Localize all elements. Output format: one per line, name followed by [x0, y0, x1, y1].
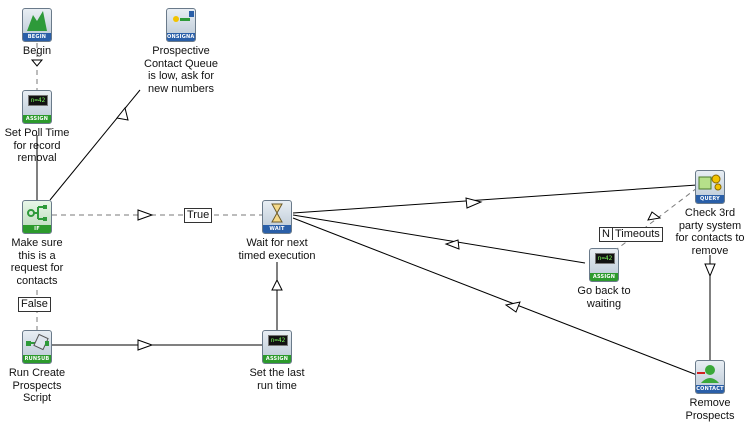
assign-screen: n=42: [268, 335, 288, 346]
assign-screen: n=42: [595, 253, 615, 264]
arrowhead: [137, 209, 154, 221]
node-onsignal[interactable]: ONSIGNAL Prospective Contact Queue is lo…: [131, 8, 231, 95]
begin-tag: BEGIN: [23, 33, 51, 41]
wait-icon: WAIT: [262, 200, 292, 234]
begin-icon: BEGIN: [22, 8, 52, 42]
arrowhead: [465, 197, 483, 209]
timeouts-prefix: N: [600, 228, 613, 240]
assign-tag: ASSIGN: [23, 115, 51, 123]
runsub-tag: RUNSUB: [23, 355, 51, 363]
assign-icon: n=42 ASSIGN: [262, 330, 292, 364]
onsignal-tag: ONSIGNAL: [167, 33, 196, 41]
runsub-label: Run Create Prospects Script: [8, 367, 66, 404]
edge-wait-to-contact[interactable]: [292, 217, 698, 376]
edge-wait-to-query[interactable]: [292, 184, 698, 214]
wait-label: Wait for next timed execution: [238, 237, 316, 262]
if-tag: IF: [23, 225, 51, 233]
node-begin[interactable]: BEGIN Begin: [0, 8, 87, 58]
node-set-poll-time[interactable]: n=42 ASSIGN Set Poll Time for record rem…: [0, 90, 87, 165]
arrowhead: [704, 263, 716, 278]
node-set-last-run[interactable]: n=42 ASSIGN Set the last run time: [227, 330, 327, 392]
query-icon: QUERY: [695, 170, 725, 204]
arrowhead: [116, 106, 129, 121]
wait-tag: WAIT: [263, 225, 291, 233]
if-label: Make sure this is a request for contacts: [10, 237, 64, 287]
node-runsub[interactable]: RUNSUB Run Create Prospects Script: [0, 330, 87, 405]
node-wait[interactable]: WAIT Wait for next timed execution: [227, 200, 327, 262]
node-go-back[interactable]: n=42 ASSIGN Go back to waiting: [554, 248, 654, 310]
query-tag: QUERY: [696, 195, 724, 203]
begin-label: Begin: [22, 45, 52, 57]
arrowhead: [271, 278, 283, 291]
set-poll-time-label: Set Poll Time for record removal: [4, 127, 70, 164]
arrowhead: [30, 59, 44, 67]
assign-tag: ASSIGN: [263, 355, 291, 363]
contact-icon: CONTACT: [695, 360, 725, 394]
runsub-icon: RUNSUB: [22, 330, 52, 364]
arrowhead: [137, 339, 154, 351]
arrowhead: [504, 301, 521, 313]
assign-screen: n=42: [28, 95, 48, 106]
query-label: Check 3rd party system for contacts to r…: [675, 207, 745, 257]
arrowhead: [444, 239, 460, 250]
go-back-label: Go back to waiting: [577, 285, 631, 310]
arrowhead: [647, 211, 662, 221]
timeouts-text: Timeouts: [614, 228, 660, 240]
node-contact[interactable]: CONTACT Remove Prospects: [660, 360, 753, 422]
edge-goback-to-wait[interactable]: [292, 214, 586, 264]
set-last-run-label: Set the last run time: [249, 367, 305, 392]
node-if[interactable]: IF Make sure this is a request for conta…: [0, 200, 87, 287]
contact-tag: CONTACT: [696, 385, 724, 393]
if-icon: IF: [22, 200, 52, 234]
assign-icon: n=42 ASSIGN: [22, 90, 52, 124]
onsignal-label: Prospective Contact Queue is low, ask fo…: [144, 45, 218, 95]
assign-icon: n=42 ASSIGN: [589, 248, 619, 282]
false-edge-label: False: [18, 297, 51, 312]
true-edge-label: True: [184, 208, 213, 223]
assign-tag: ASSIGN: [590, 273, 618, 281]
contact-label: Remove Prospects: [685, 397, 735, 422]
node-query[interactable]: QUERY Check 3rd party system for contact…: [660, 170, 753, 257]
onsignal-icon: ONSIGNAL: [166, 8, 196, 42]
